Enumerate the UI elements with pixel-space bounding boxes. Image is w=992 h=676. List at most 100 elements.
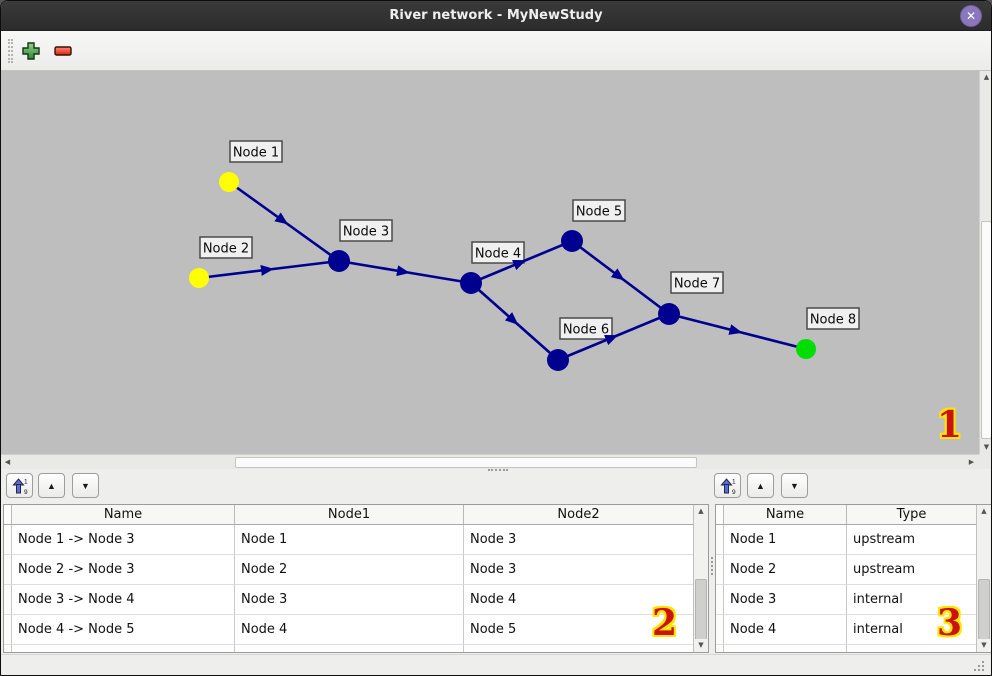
table-cell[interactable]: Node 1 -> Node 3	[12, 525, 235, 555]
table-cell[interactable]: Node 2	[235, 555, 464, 585]
network-node[interactable]	[460, 272, 482, 294]
scroll-right-icon[interactable]: ▶	[965, 456, 978, 469]
links-table-scrollbar[interactable]: ▲ ▼	[693, 505, 708, 652]
table-cell[interactable]: Node 3	[464, 525, 693, 555]
scroll-up-icon[interactable]: ▲	[694, 505, 708, 518]
table-cell[interactable]: Node 4 -> Node 5	[12, 615, 235, 645]
table-cell[interactable]: Node 2 -> Node 3	[12, 555, 235, 585]
scroll-down-icon[interactable]: ▼	[694, 639, 708, 652]
network-node[interactable]	[796, 339, 816, 359]
network-node[interactable]	[328, 250, 350, 272]
table-cell[interactable]	[464, 645, 693, 652]
network-edge	[470, 239, 573, 285]
table-cell[interactable]: Node 3	[724, 585, 847, 615]
table-cell[interactable]	[12, 645, 235, 652]
nodes-table-scrollbar[interactable]: ▲ ▼	[976, 505, 991, 652]
add-node-button[interactable]	[19, 39, 43, 63]
links-header-node1[interactable]: Node1	[235, 505, 464, 524]
table-cell[interactable]: internal	[847, 615, 976, 645]
network-node[interactable]	[189, 268, 209, 288]
network-node[interactable]	[658, 303, 680, 325]
nodes-header-type[interactable]: Type	[896, 507, 927, 522]
nodes-move-up-button[interactable]: ▲	[747, 473, 774, 498]
links-header-name[interactable]: Name	[12, 505, 235, 524]
table-cell[interactable]: Node 3	[464, 555, 693, 585]
scroll-down-icon[interactable]: ▼	[980, 441, 991, 454]
table-cell[interactable]	[235, 645, 464, 652]
table-row[interactable]	[4, 645, 693, 652]
title-bar[interactable]: River network - MyNewStudy ✕	[1, 1, 991, 31]
row-gutter	[4, 585, 12, 615]
up-triangle-icon: ▲	[47, 480, 56, 491]
node-label: Node 4	[471, 241, 525, 264]
window-title: River network - MyNewStudy	[389, 8, 603, 23]
sort-ascending-icon: 1 9	[719, 477, 736, 495]
nodes-sort-button[interactable]: 1 9	[714, 473, 741, 498]
scroll-up-icon[interactable]: ▲	[977, 505, 991, 518]
network-node[interactable]	[547, 349, 569, 371]
nodes-header-name[interactable]: Name	[724, 505, 847, 524]
network-edge	[338, 259, 472, 285]
scroll-left-icon[interactable]: ◀	[1, 456, 14, 469]
row-gutter	[716, 585, 724, 615]
links-table-header: Name Node1 Node2	[4, 505, 693, 525]
nodes-scroll-thumb[interactable]	[978, 579, 990, 645]
scroll-up-icon[interactable]: ▲	[980, 71, 991, 84]
svg-text:Node 2: Node 2	[203, 242, 249, 257]
table-cell[interactable]: upstream	[847, 555, 976, 585]
toolbar-drag-handle[interactable]	[8, 39, 13, 63]
table-cell[interactable]: upstream	[847, 525, 976, 555]
nodes-move-down-button[interactable]: ▼	[781, 473, 808, 498]
canvas-hscroll-thumb[interactable]	[235, 457, 697, 468]
links-move-down-button[interactable]: ▼	[72, 473, 99, 498]
resize-grip-icon[interactable]	[974, 661, 984, 671]
table-cell[interactable]: Node 1	[235, 525, 464, 555]
down-triangle-icon: ▼	[790, 480, 799, 491]
table-cell[interactable]: Node 1	[724, 525, 847, 555]
plus-icon	[22, 42, 40, 60]
horizontal-splitter-handle[interactable]	[488, 469, 508, 472]
row-gutter	[4, 525, 12, 555]
table-cell[interactable]: Node 3 -> Node 4	[12, 585, 235, 615]
scroll-down-icon[interactable]: ▼	[977, 639, 991, 652]
node-label: Node 6	[559, 317, 613, 340]
vertical-splitter-handle[interactable]	[711, 557, 714, 575]
row-gutter	[716, 505, 724, 524]
links-move-up-button[interactable]: ▲	[38, 473, 65, 498]
table-cell[interactable]: Node 3	[235, 585, 464, 615]
table-cell[interactable]: Node 4	[235, 615, 464, 645]
table-cell[interactable]: Node 4	[724, 615, 847, 645]
table-cell[interactable]: Node 4	[464, 585, 693, 615]
node-label: Node 5	[572, 199, 626, 222]
close-button[interactable]: ✕	[960, 5, 982, 27]
table-cell[interactable]: Node 5	[464, 615, 693, 645]
table-cell[interactable]	[847, 645, 976, 652]
table-cell[interactable]: Node 2	[724, 555, 847, 585]
node-label: Node 2	[199, 236, 253, 259]
svg-text:1: 1	[24, 478, 28, 485]
table-cell[interactable]	[724, 645, 847, 652]
canvas-horizontal-scrollbar[interactable]: ◀ ▶	[1, 454, 979, 469]
table-row[interactable]	[716, 645, 976, 652]
network-node[interactable]	[561, 230, 583, 252]
links-sort-button[interactable]: 1 9	[6, 473, 33, 498]
links-header-node2[interactable]: Node2	[557, 507, 600, 522]
canvas-vertical-scrollbar[interactable]: ▲ ▼	[979, 71, 991, 454]
table-cell[interactable]: internal	[847, 585, 976, 615]
links-scroll-thumb[interactable]	[695, 579, 707, 643]
canvas-vscroll-thumb[interactable]	[981, 221, 991, 439]
remove-node-button[interactable]	[51, 39, 75, 63]
network-node[interactable]	[219, 172, 239, 192]
